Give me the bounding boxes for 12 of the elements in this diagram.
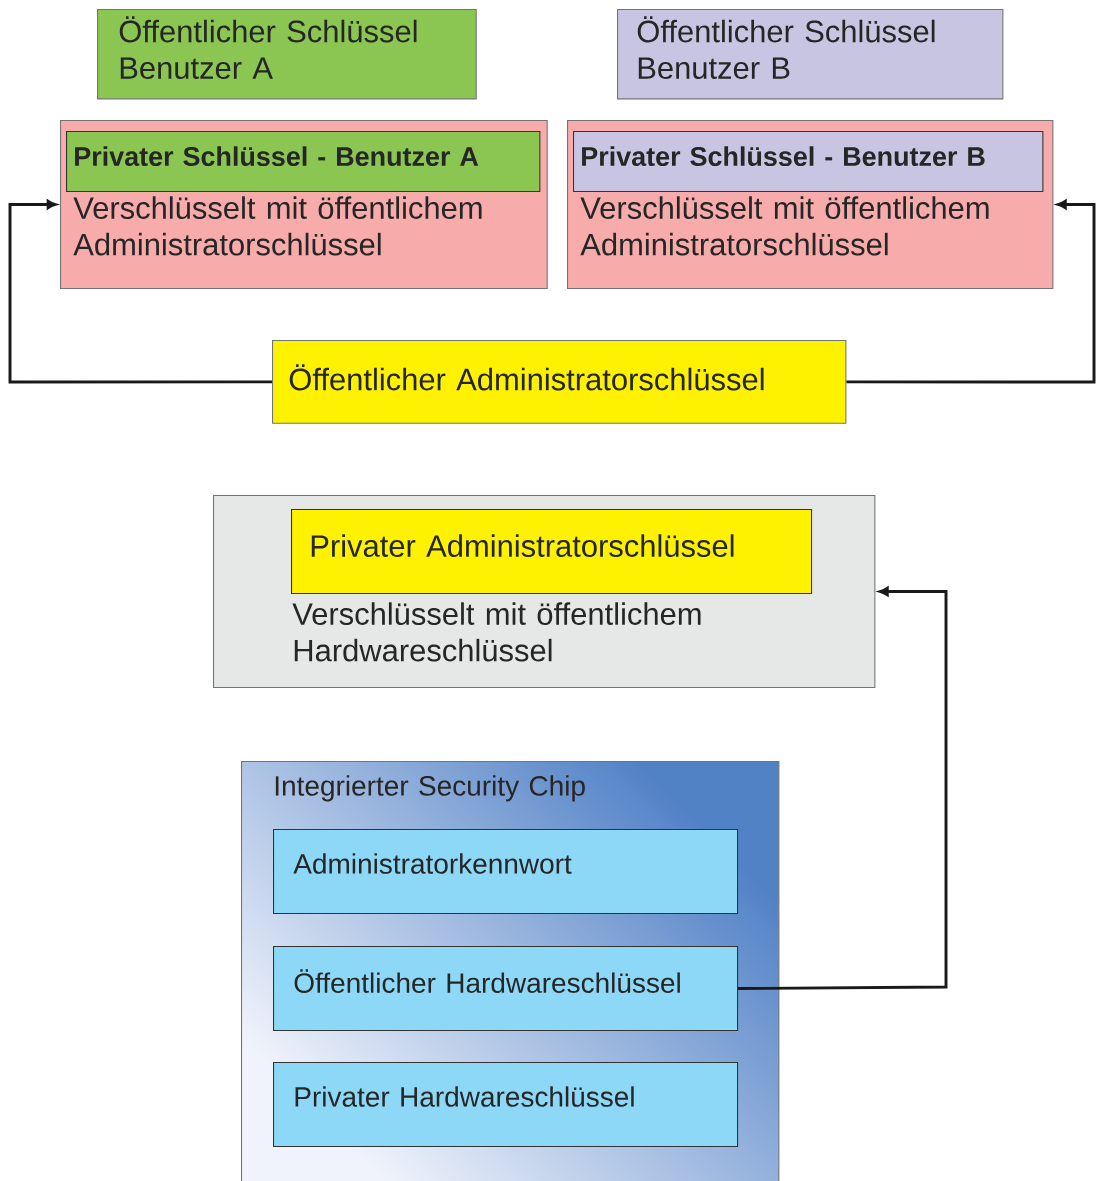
arrow <box>846 199 1096 384</box>
arrow <box>738 586 948 990</box>
key-box: Privater Administratorschlüssel <box>291 509 813 595</box>
key-box: Öffentlicher Administratorschlüssel <box>272 340 847 424</box>
key-box: Öffentlicher Schlüssel Benutzer A <box>97 9 477 100</box>
key-box: Administratorkennwort <box>273 829 739 915</box>
key-header: Privater Schlüssel - Benutzer B <box>573 131 1044 193</box>
arrow <box>8 199 272 384</box>
key-header: Privater Schlüssel - Benutzer A <box>66 131 541 193</box>
key-box: Privater Hardwareschlüssel <box>273 1062 739 1148</box>
key-box: Öffentlicher Schlüssel Benutzer B <box>617 9 1004 100</box>
key-box: Öffentlicher Hardwareschlüssel <box>273 946 739 1032</box>
